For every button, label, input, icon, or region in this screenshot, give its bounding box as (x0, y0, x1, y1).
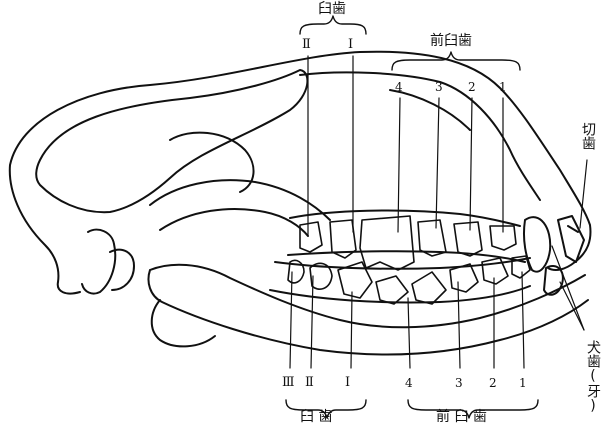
incisors-label: 切歯 (580, 122, 595, 150)
top-premolars-title: 前臼歯 (430, 34, 472, 48)
occipital-condyle (82, 230, 134, 294)
upper-tooth-row (290, 211, 520, 226)
top-premolar-label-1: 1 (499, 80, 507, 94)
top-molar-label-ii: Ⅱ (302, 38, 311, 52)
bottom-molar-label-iii: Ⅲ (282, 376, 295, 390)
bottom-molar-label-i: Ⅰ (345, 376, 350, 390)
top-premolar-label-2: 2 (468, 80, 476, 94)
bottom-molar-label-ii: Ⅱ (305, 376, 314, 390)
mandible-ramus (152, 300, 215, 346)
top-premolar-label-3: 3 (435, 80, 443, 94)
top-molars-title: 臼歯 (318, 2, 346, 16)
bottom-premolar-label-1: 1 (519, 376, 527, 390)
bottom-premolar-label-3: 3 (455, 376, 463, 390)
zygomatic-arch (150, 180, 330, 236)
top-premolar-label-4: 4 (395, 80, 403, 94)
bottom-premolar-label-4: 4 (405, 376, 413, 390)
orbit (170, 133, 254, 192)
bottom-premolar-label-2: 2 (489, 376, 497, 390)
bottom-molars-title: 臼 歯 (300, 410, 332, 424)
bottom-premolars-title: 前 臼 歯 (436, 410, 487, 424)
top-molar-label-i: Ⅰ (348, 38, 353, 52)
canine-label: 犬歯(牙) (585, 340, 600, 414)
